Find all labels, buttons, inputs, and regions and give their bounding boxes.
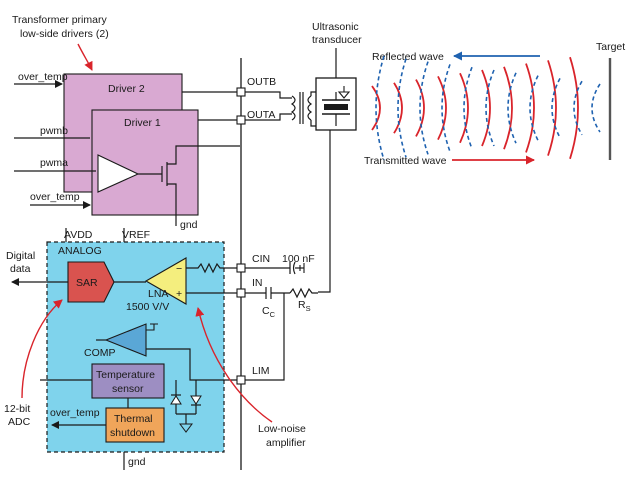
- comp-label: COMP: [84, 347, 116, 359]
- digital-label-line2: data: [10, 263, 31, 275]
- adc-label-line1: 12-bit: [4, 403, 30, 415]
- in-label: IN: [252, 277, 263, 289]
- analog-label: ANALOG: [58, 245, 102, 257]
- reflected-wave-arc: [591, 83, 601, 133]
- transducer-ground-icon: [337, 86, 351, 99]
- transistor-drain-wire: [167, 145, 240, 165]
- outb-label: OUTB: [247, 76, 276, 88]
- transmitted-wave-arc: [415, 79, 425, 137]
- adc-label-line2: ADC: [8, 416, 31, 428]
- pin-in: [236, 288, 246, 298]
- cap-100nf-label: 100 nF: [282, 253, 315, 265]
- reflected-wave-arc: [573, 80, 583, 136]
- transmitted-wave-arc: [459, 72, 469, 144]
- pwma-label: pwma: [40, 157, 68, 169]
- gnd-bottom-label: gnd: [128, 456, 146, 468]
- comp-amplifier: [104, 323, 147, 357]
- transistor-source-wire: [167, 183, 177, 226]
- pin-outb: [236, 87, 246, 97]
- over-temp-mid-label: over_temp: [30, 191, 80, 203]
- transmitted-wave-arc: [547, 60, 557, 156]
- cin-ground-icon: [299, 263, 305, 273]
- lna-amplifier: [144, 257, 187, 305]
- pin-outa: [236, 115, 246, 125]
- reflected-wave-arc: [441, 64, 451, 152]
- temp-sensor-block: [91, 363, 165, 399]
- thermal-label-line2: shutdown: [110, 427, 155, 439]
- lim-vertical-wire: [245, 293, 285, 381]
- wave-fronts: [371, 55, 601, 161]
- cap-100nf-plate-right: [292, 261, 296, 275]
- reflected-wave-arc: [485, 69, 495, 147]
- outa-label: OUTA: [247, 109, 275, 121]
- temp-sensor-label-line1: Temperature: [96, 369, 155, 381]
- over-temp-top-label: over_temp: [18, 71, 68, 83]
- over-temp-out-label: over_temp: [50, 407, 100, 419]
- reflected-wave-arc: [419, 61, 429, 155]
- reflected-wave-arc: [375, 55, 385, 161]
- comp-ground-icon: [146, 323, 158, 331]
- lna-minus-label: −: [176, 263, 182, 275]
- transmitted-wave-arc: [393, 82, 403, 134]
- transmitted-wave-arc: [437, 75, 447, 141]
- target-label: Target: [596, 41, 625, 53]
- transmitted-wave-arc: [525, 63, 535, 153]
- transmitted-wave-arc: [503, 66, 513, 150]
- vref-label: VREF: [122, 229, 150, 241]
- transducer-element: [324, 104, 348, 110]
- low-noise-label-line2: amplifier: [266, 437, 306, 449]
- transformer-annotation-arrow: [77, 43, 93, 71]
- temp-sensor-label-line2: sensor: [112, 383, 144, 395]
- driver1-label: Driver 1: [124, 117, 161, 129]
- transformer-title-line1: Transformer primary: [12, 14, 107, 26]
- outa-wire: [245, 113, 292, 121]
- transmitted-wave-arc: [569, 56, 579, 160]
- ultrasonic-label-line1: Ultrasonic: [312, 21, 359, 33]
- lna-label: LNA: [148, 288, 168, 300]
- rs-resistor: [289, 287, 318, 299]
- reflected-wave-arc: [507, 72, 517, 144]
- pin-lim: [236, 375, 246, 385]
- lna-plus-label: +: [176, 288, 182, 300]
- transmitted-wave-arc: [371, 85, 381, 131]
- reflected-wave-arc: [463, 66, 473, 150]
- avdd-label: AVDD: [64, 229, 93, 241]
- driver2-label: Driver 2: [108, 83, 145, 95]
- lna-input-resistor: [186, 262, 240, 274]
- cin-label: CIN: [252, 253, 270, 265]
- clamp-diode-right-icon: [190, 395, 202, 405]
- transformer-title-line2: low-side drivers (2): [20, 28, 109, 40]
- reflected-wave-label: Reflected wave: [372, 51, 444, 63]
- sar-block: [67, 261, 115, 303]
- driver-buffer-icon: [97, 154, 140, 193]
- low-noise-annotation-arrow: [195, 307, 273, 423]
- transducer-to-rs-wire: [318, 130, 331, 293]
- reflected-wave-arc: [397, 58, 407, 158]
- sar-label: SAR: [76, 277, 98, 289]
- adc-annotation-arrow: [21, 299, 63, 399]
- transformer-primary-coil: [290, 95, 296, 121]
- digital-label-line1: Digital: [6, 250, 35, 262]
- pwmb-label: pwmb: [40, 125, 68, 137]
- comp-to-lim-wire: [146, 348, 237, 381]
- transformer-secondary-coil: [307, 95, 313, 121]
- pin-cin: [236, 263, 246, 273]
- ultrasonic-label-line2: transducer: [312, 34, 362, 46]
- lim-label: LIM: [252, 365, 270, 377]
- clamp-ground-icon: [179, 423, 193, 433]
- outb-wire: [245, 91, 292, 99]
- rs-label: RS: [298, 299, 311, 313]
- reflected-wave-arc: [551, 78, 561, 138]
- gnd-driver-label: gnd: [180, 219, 198, 231]
- thermal-label-line1: Thermal: [114, 413, 153, 425]
- cc-label: CC: [262, 305, 276, 319]
- transmitted-wave-label: Transmitted wave: [364, 155, 447, 167]
- lna-gain-label: 1500 V/V: [126, 301, 169, 313]
- transmitted-wave-arc: [481, 69, 491, 147]
- clamp-diode-left-icon: [170, 395, 182, 405]
- low-noise-label-line1: Low-noise: [258, 423, 306, 435]
